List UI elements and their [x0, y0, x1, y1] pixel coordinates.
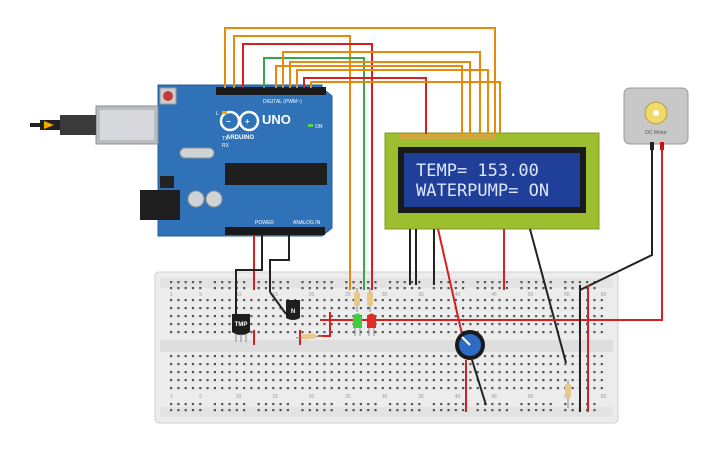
lcd-line-1: TEMP= 153.00 [416, 161, 539, 181]
breadboard-column-number: 60 [601, 292, 607, 298]
usb-cable-plug [60, 115, 96, 135]
wire-a0 [269, 235, 290, 292]
transistor-label: N [291, 309, 295, 315]
led-red[interactable] [367, 313, 376, 337]
lcd-screen [404, 153, 580, 207]
arduino-uno-board[interactable]: − + UNO ARDUINO DIGITAL (PWM~) POWER ANA… [30, 84, 333, 237]
wire-red-lcd [303, 77, 427, 134]
wires [224, 27, 663, 412]
breadboard-column-number: 35 [418, 292, 424, 298]
wire-orange-led [233, 35, 351, 290]
breadboard-column-number: 25 [345, 292, 351, 298]
capacitor-2 [205, 190, 223, 208]
breadboard-column-number: 50 [528, 292, 534, 298]
led-green[interactable] [353, 313, 362, 337]
temperature-sensor[interactable]: TMP [232, 314, 250, 342]
crystal [179, 147, 215, 159]
lcd-display[interactable]: TEMP= 153.00 WATERPUMP= ON [384, 132, 600, 230]
resistor-pump[interactable] [565, 380, 571, 408]
breadboard-column-number: 25 [345, 394, 351, 400]
svg-text:−: − [226, 117, 231, 126]
wire-red-led [242, 43, 373, 290]
capacitor-1 [187, 190, 205, 208]
breadboard-column-number: 55 [564, 292, 570, 298]
breadboard-column-number: 20 [309, 394, 315, 400]
lcd-header-pins [400, 134, 495, 139]
resistor-base[interactable] [295, 333, 323, 340]
dc-motor[interactable]: DC Motor [623, 87, 689, 150]
breadboard-column-number: 10 [236, 394, 242, 400]
l-label: L [216, 111, 219, 117]
wire-lcd-k [529, 228, 567, 364]
potentiometer[interactable] [455, 330, 485, 360]
npn-transistor[interactable]: N [286, 300, 300, 320]
wire-orange-lcd-6 [275, 65, 463, 134]
rx-label: RX [222, 143, 230, 149]
wire-green [263, 57, 340, 88]
svg-text:+: + [245, 117, 250, 126]
breadboard-column-number: 50 [528, 394, 534, 400]
on-label: ON [315, 124, 323, 130]
wire-orange-lcd-4 [296, 69, 489, 134]
board-model: UNO [262, 112, 291, 127]
resistor-led-green[interactable] [354, 288, 360, 312]
power-label: POWER [255, 220, 274, 226]
atmega-chip [225, 163, 327, 185]
digital-label: DIGITAL (PWM~) [263, 99, 302, 105]
lcd-line-2: WATERPUMP= ON [416, 181, 549, 201]
wire-lcd-pot [437, 228, 465, 344]
wire-motor-neg [579, 148, 653, 291]
resistor-led-red[interactable] [367, 288, 373, 312]
power-led [308, 124, 313, 127]
power-jack [140, 190, 180, 220]
motor-label: DC Motor [645, 130, 667, 136]
analog-label: ANALOG IN [293, 220, 321, 226]
breadboard-column-number: 1 [170, 292, 173, 298]
breadboard-column-number: 35 [418, 394, 424, 400]
board-brand: ARDUINO [226, 135, 254, 141]
breadboard-column-number: 10 [236, 292, 242, 298]
breadboard-column-number: 1 [170, 394, 173, 400]
temp-sensor-label: TMP [235, 322, 248, 328]
breadboard-column-number: 45 [491, 292, 497, 298]
breadboard-column-number: 30 [382, 394, 388, 400]
breadboard-column-number: 5 [199, 394, 202, 400]
digital-header [216, 87, 326, 95]
tx-label: TX [222, 136, 229, 142]
breadboard-column-number: 40 [455, 394, 461, 400]
arduino-logo: − + [219, 110, 260, 132]
wire-gnd [235, 235, 263, 318]
breadboard-column-number: 5 [199, 292, 202, 298]
wire-orange-lcd-2 [282, 51, 481, 134]
breadboard-column-number: 45 [491, 394, 497, 400]
breadboard-column-number: 30 [382, 292, 388, 298]
breadboard-column-number: 15 [272, 292, 278, 298]
breadboard-column-number: 20 [309, 292, 315, 298]
breadboard-column-number: 60 [601, 394, 607, 400]
wire-orange-lcd-3 [289, 61, 471, 134]
power-analog-header [225, 227, 325, 235]
breadboard-column-number: 40 [455, 292, 461, 298]
wire-motor-pos [320, 148, 663, 321]
wire-orange-lcd-5 [310, 81, 501, 134]
breadboard-column-number: 15 [272, 394, 278, 400]
